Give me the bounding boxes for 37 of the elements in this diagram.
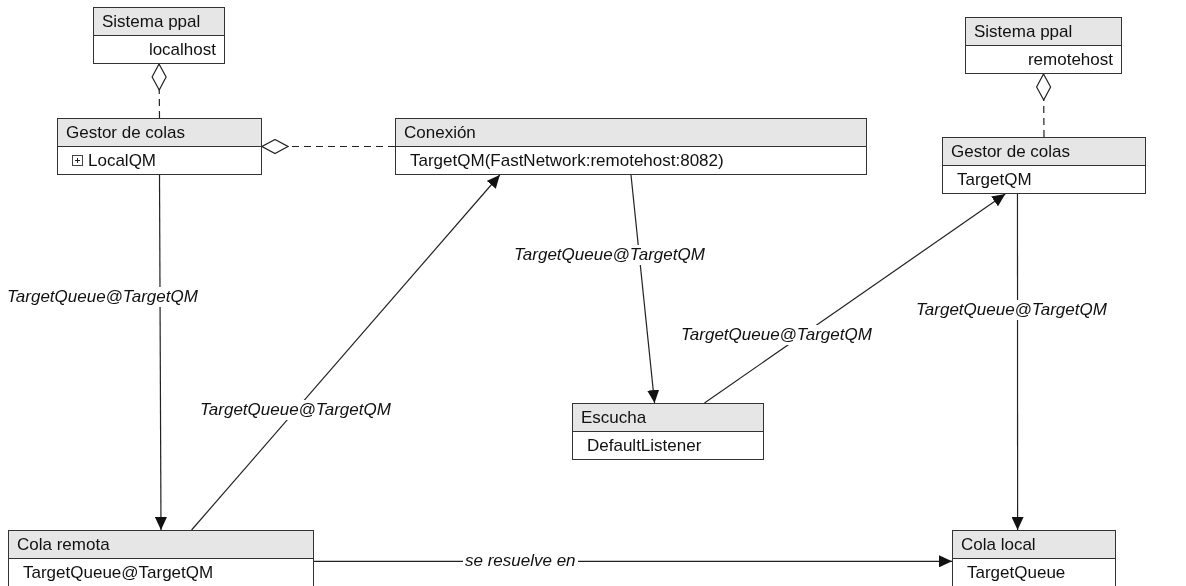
attribute-text: TargetQM(FastNetwork:remotehost:8082): [410, 150, 724, 172]
edge-label: TargetQueue@TargetQM: [679, 325, 874, 345]
edge-label: TargetQueue@TargetQM: [914, 300, 1109, 320]
class-box: [572, 403, 764, 460]
attribute-text: TargetQM: [957, 169, 1032, 191]
class-box: [965, 17, 1122, 74]
attribute-text: LocalQM: [88, 150, 157, 172]
aggregation-line: [1036, 73, 1052, 138]
class-name: Sistema ppal: [94, 8, 224, 36]
attribute-text: localhost: [148, 39, 216, 61]
attribute-text: DefaultListener: [587, 435, 702, 457]
class-box: [8, 530, 314, 586]
class-box: [395, 118, 867, 175]
aggregation-line: [151, 63, 167, 119]
edge-label: TargetQueue@TargetQM: [198, 400, 393, 420]
attribute-text: remotehost: [1027, 49, 1113, 71]
class-box: [93, 7, 225, 64]
aggregation-line: [261, 138, 396, 155]
class-name: Cola local: [953, 531, 1115, 559]
class-name: Gestor de colas: [58, 119, 261, 147]
class-box: [57, 118, 262, 175]
arrow: [630, 174, 660, 404]
arrow: [703, 193, 1006, 404]
class-name: Sistema ppal: [966, 18, 1121, 46]
arrow: [1011, 193, 1024, 531]
arrow: [191, 174, 501, 531]
edge-label: TargetQueue@TargetQM: [5, 287, 200, 307]
arrow: [154, 174, 167, 531]
class-name: Cola remota: [9, 531, 313, 559]
class-box: [952, 530, 1116, 586]
attribute-text: TargetQueue@TargetQM: [23, 562, 214, 584]
class-name: Gestor de colas: [943, 138, 1145, 166]
attribute-text: TargetQueue: [967, 562, 1066, 584]
class-name: Escucha: [573, 404, 763, 432]
class-box: [942, 137, 1146, 194]
edge-label: TargetQueue@TargetQM: [512, 245, 707, 265]
class-name: Conexión: [396, 119, 866, 147]
